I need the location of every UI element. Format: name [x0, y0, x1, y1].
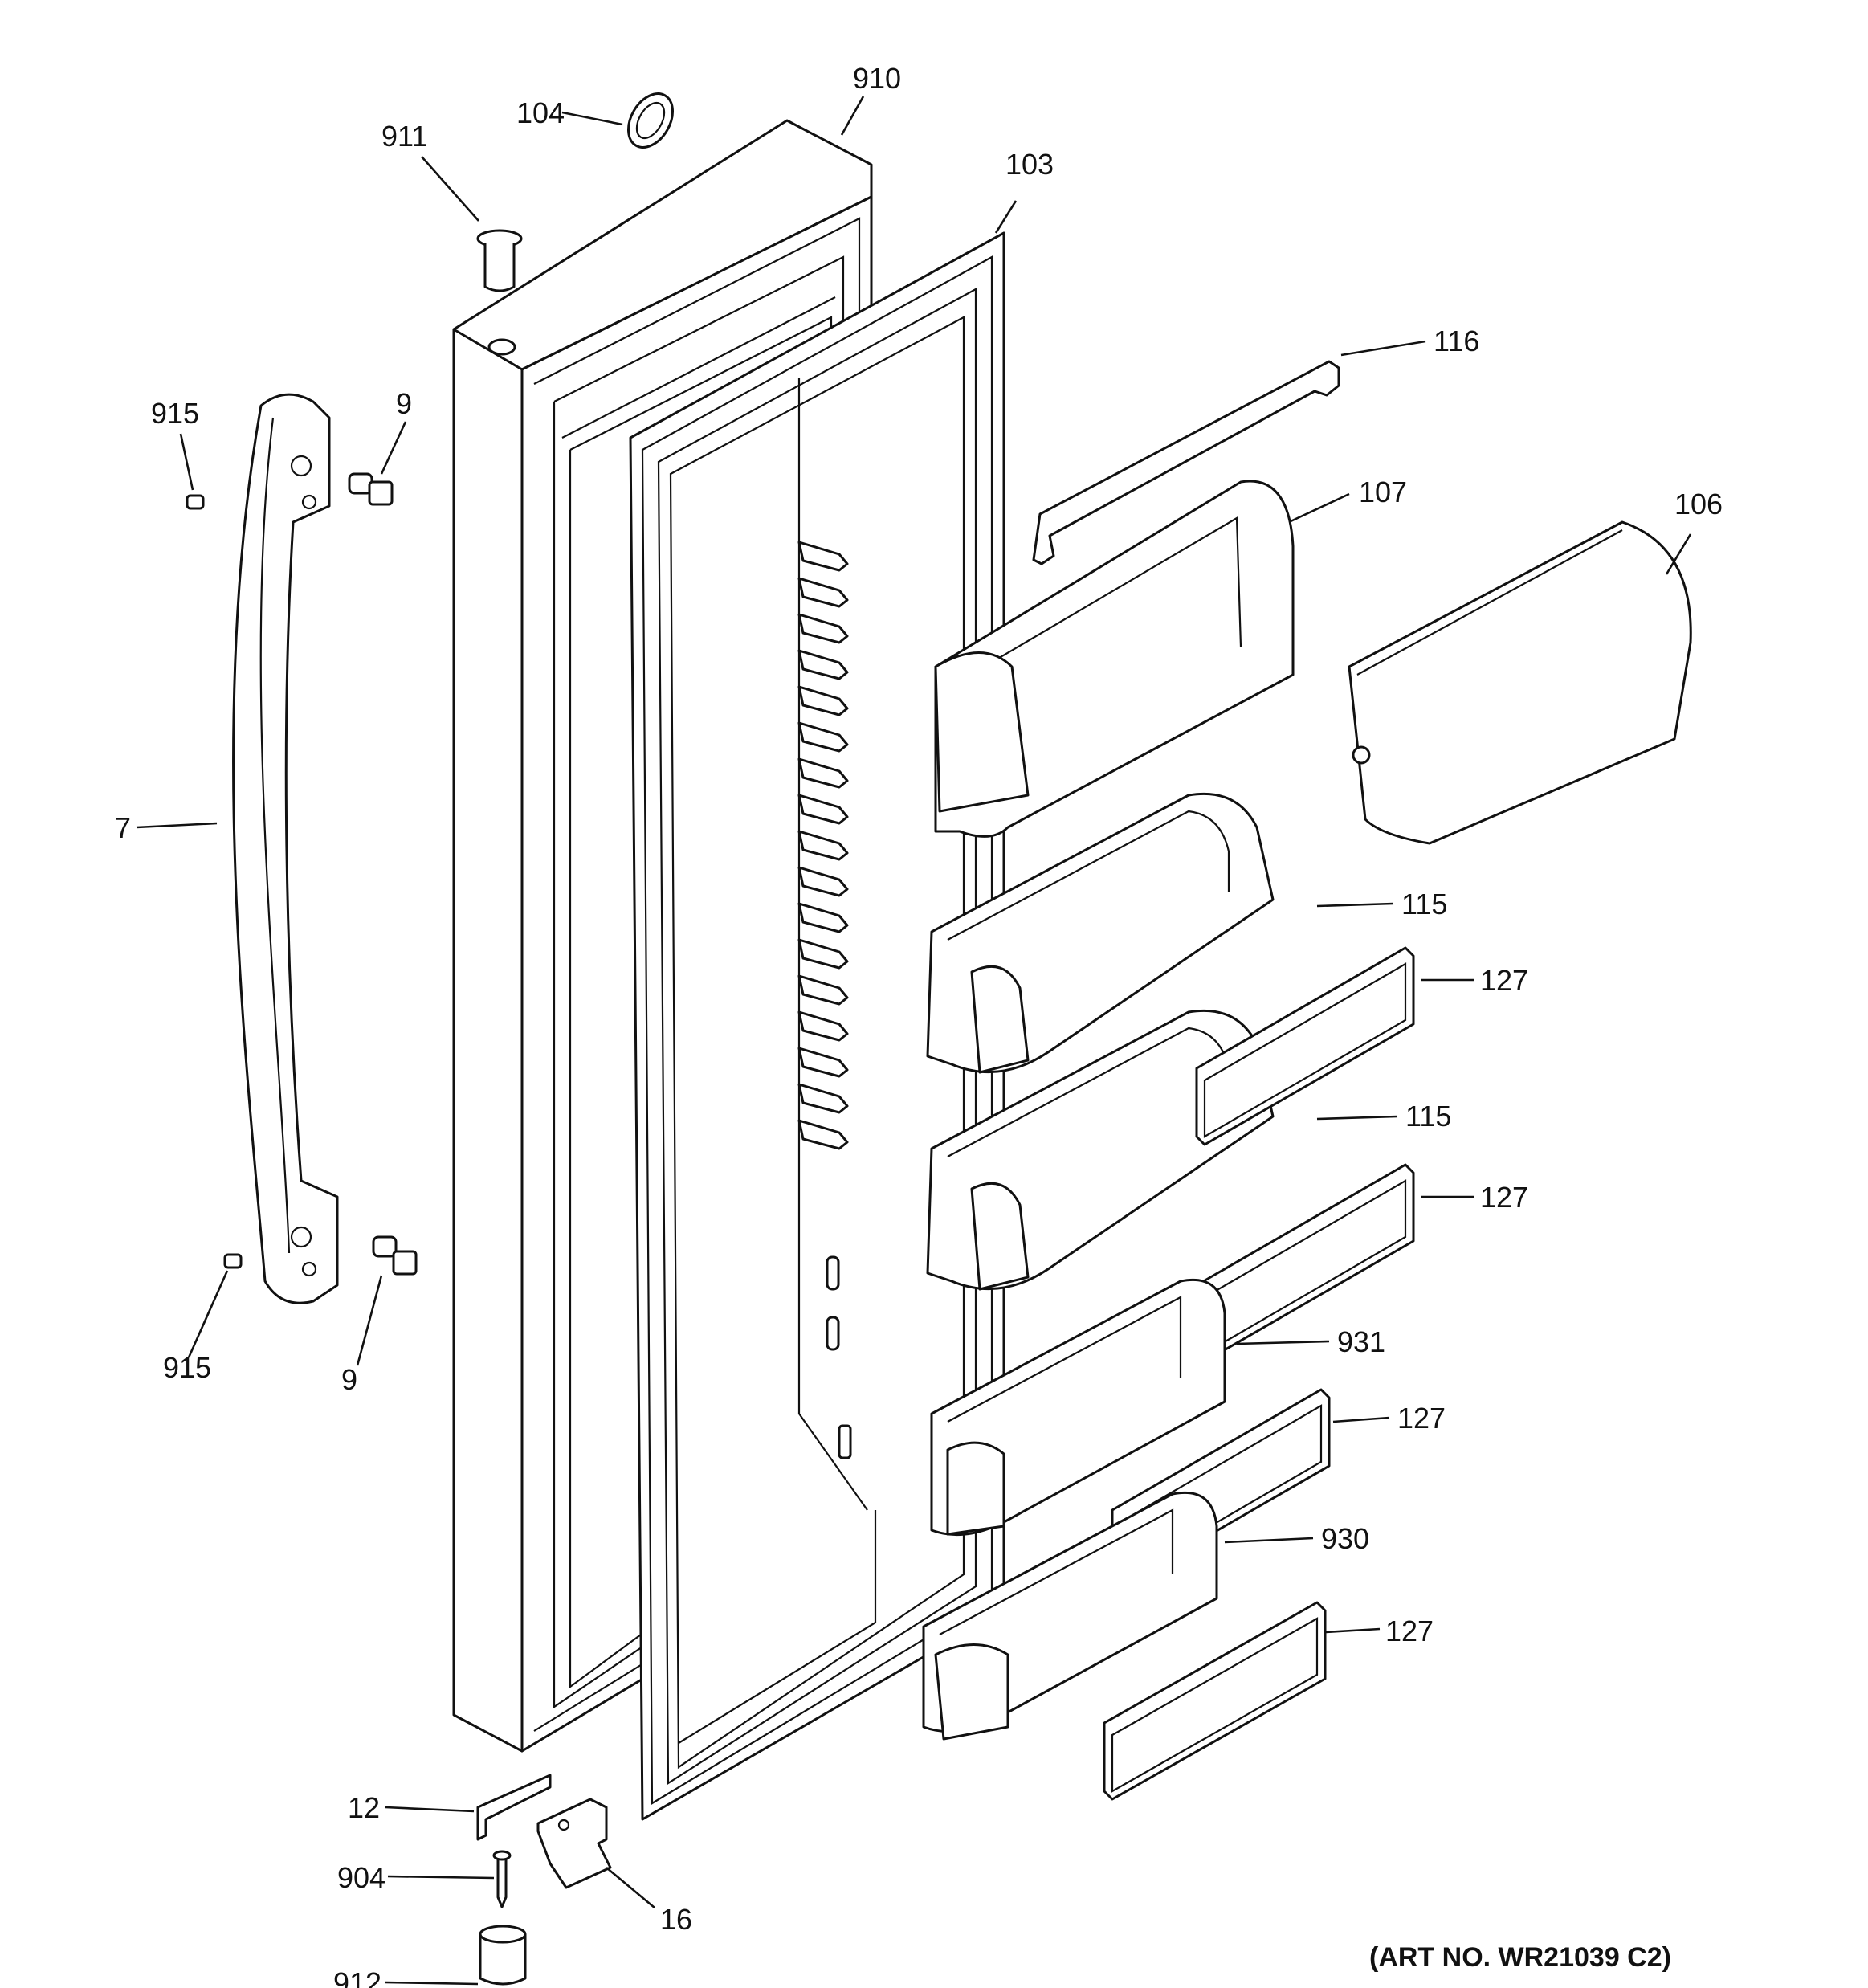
- callout-104: 104: [516, 96, 565, 129]
- door-bin-931: [930, 1278, 1226, 1537]
- hinge-shim: [476, 1774, 552, 1841]
- handle-stud-upper: [348, 472, 394, 506]
- callout-931: 931: [1337, 1325, 1385, 1358]
- door-bin-115-lower: [926, 1009, 1275, 1291]
- set-screw-upper: [186, 494, 205, 510]
- callout-106: 106: [1674, 488, 1723, 520]
- door-bin-upper: [934, 480, 1295, 838]
- callout-9-lower: 9: [341, 1363, 357, 1396]
- bin-trim-cap: [1032, 360, 1340, 565]
- hinge-bracket: [536, 1798, 612, 1889]
- callout-12: 12: [348, 1791, 380, 1824]
- hinge-bushing: [476, 229, 523, 292]
- bin-front-127-a: [1195, 946, 1415, 1146]
- set-screw-lower: [223, 1253, 243, 1269]
- callout-labels: 104 910 911 103 116 915 9 107 106 7 115 …: [115, 62, 1723, 1988]
- callout-904: 904: [337, 1861, 385, 1894]
- hinge-screw: [492, 1850, 512, 1908]
- dairy-door-cover: [1348, 520, 1692, 845]
- door-liner-shelf-supports: [678, 378, 877, 1744]
- callout-9-upper: 9: [396, 387, 412, 420]
- callout-7: 7: [115, 811, 131, 844]
- door-bin-115-upper: [926, 792, 1275, 1074]
- leader-lines: [136, 96, 1692, 1986]
- door-bin-930: [922, 1491, 1218, 1741]
- callout-910: 910: [853, 62, 901, 95]
- art-number: (ART NO. WR21039 C2): [1369, 1942, 1671, 1973]
- callout-115-lower: 115: [1405, 1100, 1451, 1133]
- plug-button: [627, 92, 674, 149]
- callout-127-a: 127: [1480, 964, 1528, 997]
- door-handle: [232, 393, 339, 1304]
- callout-107: 107: [1359, 476, 1407, 508]
- callout-930: 930: [1321, 1522, 1369, 1555]
- callout-116: 116: [1434, 325, 1479, 357]
- hinge-pin-bushing: [479, 1925, 527, 1986]
- callout-911: 911: [381, 120, 427, 153]
- callout-127-c: 127: [1397, 1402, 1446, 1435]
- callout-915-lower: 915: [163, 1351, 211, 1384]
- callout-127-d: 127: [1385, 1614, 1434, 1647]
- callout-912: 912: [333, 1966, 381, 1988]
- callout-915-upper: 915: [151, 397, 199, 430]
- callout-16: 16: [660, 1903, 692, 1936]
- bin-front-127-d: [1103, 1601, 1327, 1801]
- callout-103: 103: [1005, 148, 1054, 181]
- callout-115-upper: 115: [1401, 888, 1447, 921]
- callout-127-b: 127: [1480, 1181, 1528, 1214]
- handle-stud-lower: [372, 1235, 418, 1276]
